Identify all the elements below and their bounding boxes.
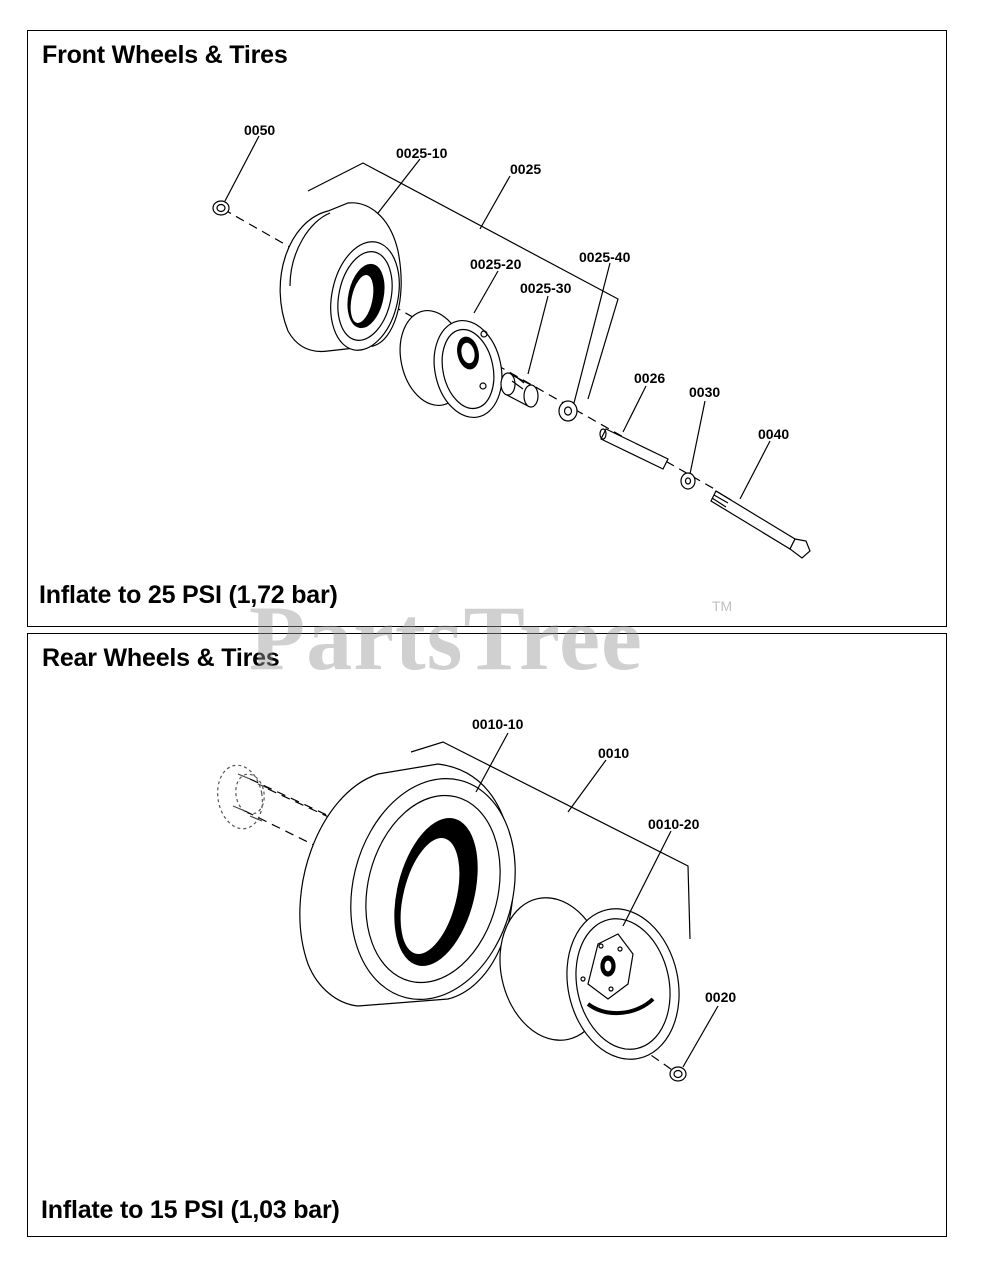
label-0030: 0030: [689, 384, 720, 400]
front-rim-0025-20: [399, 309, 503, 419]
label-0026: 0026: [634, 370, 665, 386]
rear-stud-line-2: [267, 788, 399, 850]
rear-wheels-panel: Rear Wheels & Tires: [27, 633, 947, 1237]
leader-0050: [224, 135, 260, 202]
front-spacer-0026: [599, 428, 669, 470]
label-0025-40: 0025-40: [579, 249, 631, 265]
front-washer-0030: [680, 472, 696, 490]
bracket-0025: [307, 162, 619, 400]
rear-inflate-note: Inflate to 15 PSI (1,03 bar): [41, 1196, 340, 1224]
rear-rim-0010-20: [499, 897, 680, 1060]
front-washer-0025-40: [558, 400, 578, 422]
rear-hub-studs: [232, 773, 271, 822]
label-0025-10: 0025-10: [396, 145, 448, 161]
label-0020: 0020: [705, 989, 736, 1005]
label-0050: 0050: [244, 122, 275, 138]
rear-wheel-diagram: 0010-10 0010 0010-20 0020: [217, 716, 736, 1082]
front-tire-0025-10: [279, 202, 402, 353]
leader-0020: [682, 1005, 719, 1068]
label-0010: 0010: [598, 745, 629, 761]
front-nut-0050: [212, 200, 230, 216]
front-wheel-diagram: 0050 0025-10 0025 0025-20 0025-40 0025-3…: [212, 122, 811, 559]
front-bushing-0025-30: [500, 372, 539, 408]
front-inflate-note: Inflate to 25 PSI (1,72 bar): [39, 581, 338, 609]
front-panel-title: Front Wheels & Tires: [42, 41, 288, 69]
bracket-0010: [410, 741, 691, 940]
leader-0025-20: [473, 270, 499, 314]
rear-panel-title: Rear Wheels & Tires: [42, 644, 280, 672]
leader-0010-10: [475, 732, 509, 793]
front-wheels-panel: Front Wheels & Tires: [27, 30, 947, 627]
label-0040: 0040: [758, 426, 789, 442]
leader-0040: [739, 440, 771, 500]
leader-0025-40: [573, 262, 611, 404]
watermark-tm: TM: [712, 598, 733, 614]
leader-0030: [689, 400, 706, 475]
leader-0010-20: [622, 830, 672, 927]
rear-hub: [217, 764, 265, 830]
leader-0010: [567, 759, 607, 813]
front-bolt-0040: [710, 490, 811, 559]
rear-stud-line-1: [249, 778, 379, 840]
label-0025: 0025: [510, 161, 541, 177]
leader-0026: [622, 385, 647, 433]
label-0025-30: 0025-30: [520, 280, 572, 296]
rear-nut-0020: [669, 1066, 687, 1082]
label-0025-20: 0025-20: [470, 256, 522, 272]
rear-tire-0010-10: [299, 763, 516, 1007]
leader-0025: [479, 175, 511, 230]
label-0010-10: 0010-10: [472, 716, 524, 732]
label-0010-20: 0010-20: [648, 816, 700, 832]
leader-0025-10: [377, 158, 421, 214]
leader-0025-30: [527, 295, 549, 375]
